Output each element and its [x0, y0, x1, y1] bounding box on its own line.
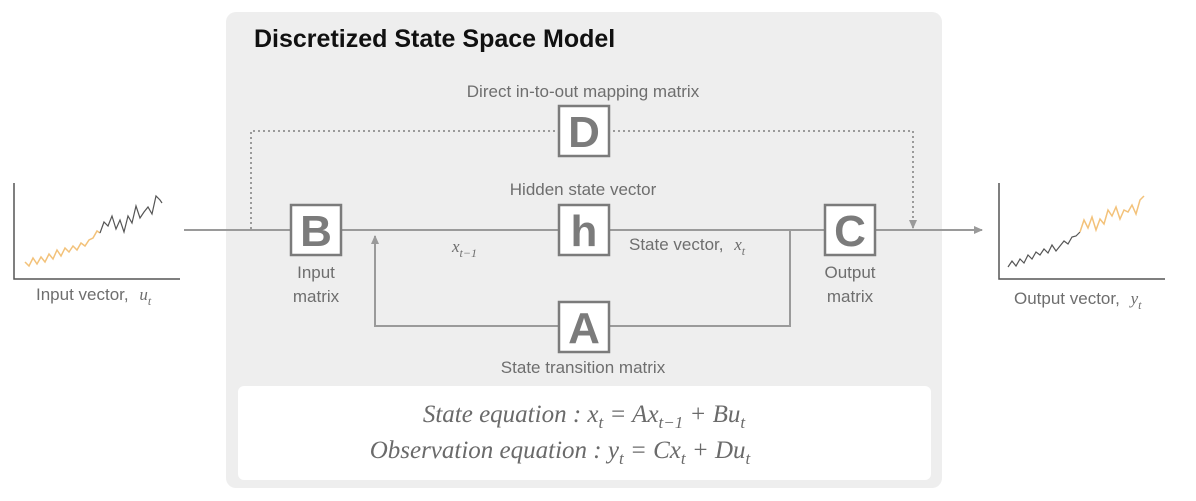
panel-title: Discretized State Space Model — [254, 25, 615, 53]
input-plot — [13, 183, 180, 280]
svg-text:C: C — [834, 207, 866, 256]
input-signal-dark — [99, 194, 163, 235]
state-vector-label: State vector, xt — [629, 235, 746, 258]
d-matrix-box: D — [557, 104, 611, 158]
h-label: Hidden state vector — [510, 180, 657, 199]
output-plot-axes — [998, 183, 1165, 280]
feedback-return-path — [371, 235, 559, 327]
state-equation: State equation : xt = Axt−1 + But — [423, 401, 747, 432]
svg-text:h: h — [571, 207, 598, 256]
c-matrix-box: C — [823, 203, 877, 257]
prev-state-label: xt−1 — [451, 237, 477, 260]
d-matrix-label: Direct in-to-out mapping matrix — [467, 82, 700, 101]
h-state-box: h — [557, 203, 611, 257]
output-vector-label: Output vector, yt — [1014, 289, 1142, 312]
c-label-line1: Output — [824, 263, 875, 282]
svg-text:A: A — [568, 304, 600, 353]
b-matrix-box: B — [289, 203, 343, 257]
output-signal-dark — [1007, 231, 1081, 268]
input-signal-orange — [24, 229, 101, 268]
c-label-line2: matrix — [827, 287, 874, 306]
input-vector-label: Input vector, ut — [36, 285, 152, 308]
b-label-line2: matrix — [293, 287, 340, 306]
svg-text:B: B — [300, 207, 332, 256]
output-signal-orange — [1079, 195, 1145, 233]
svg-text:D: D — [568, 108, 600, 157]
observation-equation: Observation equation : yt = Cxt + Dut — [370, 437, 752, 468]
a-matrix-box: A — [557, 300, 611, 354]
feedback-path — [609, 230, 791, 327]
input-plot-axes — [13, 183, 180, 280]
output-plot — [998, 183, 1165, 280]
a-label: State transition matrix — [501, 358, 666, 377]
b-label-line1: Input — [297, 263, 335, 282]
equations-box — [238, 386, 931, 480]
